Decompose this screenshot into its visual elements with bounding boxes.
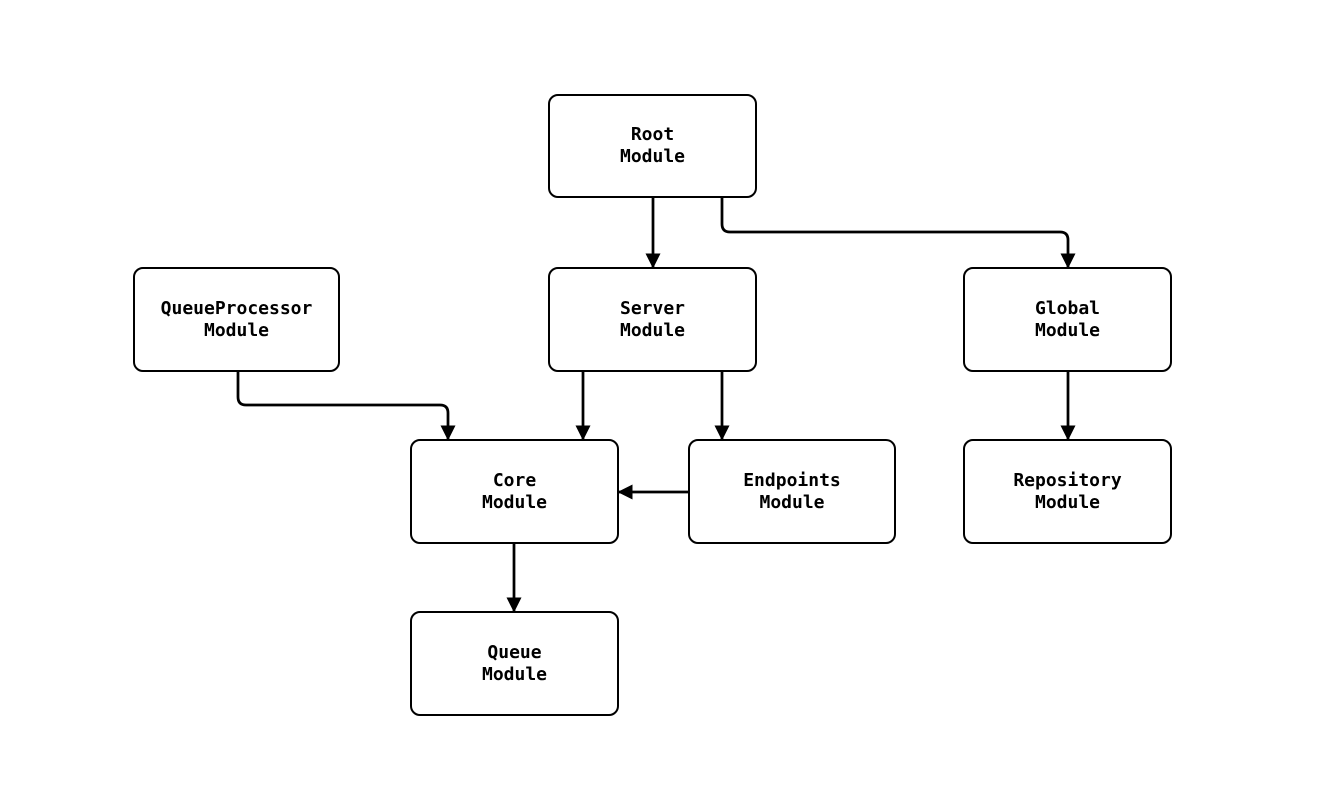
node-label-line: Module <box>759 491 825 513</box>
edge-queueprocessor-module-to-core-module <box>236 372 456 441</box>
node-label-line: Module <box>481 491 548 513</box>
edge-group <box>236 198 1076 613</box>
node-label-line: Server <box>619 297 686 319</box>
edge-root-module-to-global-module <box>720 198 1076 269</box>
node-label-line: Core <box>492 469 537 491</box>
node-label-line: Module <box>1034 319 1101 341</box>
node-label-line: Endpoints <box>743 469 841 491</box>
node-label-line: Module <box>481 663 548 685</box>
node-label-line: Module <box>619 146 686 167</box>
node-label-line: QueueProcessor <box>160 297 313 319</box>
node-label-line: Module <box>1034 491 1101 513</box>
node-label-line: Root <box>630 124 675 145</box>
node-label-line: Global <box>1034 297 1101 319</box>
node-label-line: Module <box>619 319 686 341</box>
node-label-line: Repository <box>1013 469 1122 491</box>
node-label-line: Queue <box>487 641 542 663</box>
node-label-line: Module <box>203 319 270 341</box>
